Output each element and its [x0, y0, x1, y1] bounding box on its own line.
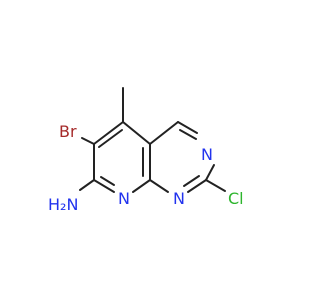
bond-c2-n1-double	[183, 175, 200, 187]
bond-n3-c2	[205, 164, 215, 181]
bond-c6-br	[81, 137, 95, 145]
bond-c5-c6-double	[98, 129, 123, 148]
molecule-canvas: Br H₂N N N N Cl	[48, 87, 244, 214]
bond-c7-n8	[93, 179, 115, 193]
bond-layer	[79, 87, 226, 193]
bond-n1-c8a	[149, 179, 169, 193]
bond-c5-c6	[93, 121, 124, 145]
atom-nh2: H₂N	[48, 195, 78, 214]
bond-c4a-c5	[122, 121, 151, 145]
structure-diagram: Br H₂N N N N Cl	[48, 87, 244, 214]
bond-c7-nh2	[79, 179, 95, 191]
bond-n8-c8a	[132, 179, 151, 193]
atom-n1: N	[173, 189, 185, 208]
bond-c4-n3	[177, 121, 198, 134]
bond-c4a-c4	[149, 121, 179, 145]
atom-cl: Cl	[228, 189, 244, 208]
atom-n3: N	[201, 145, 213, 164]
atom-n8: N	[118, 189, 130, 208]
atom-br: Br	[59, 122, 77, 141]
bond-c2-n1	[187, 179, 207, 193]
bond-c7-n8-double	[100, 176, 115, 186]
bond-c4-n3-double	[179, 129, 197, 140]
bond-c2-cl	[205, 179, 226, 192]
